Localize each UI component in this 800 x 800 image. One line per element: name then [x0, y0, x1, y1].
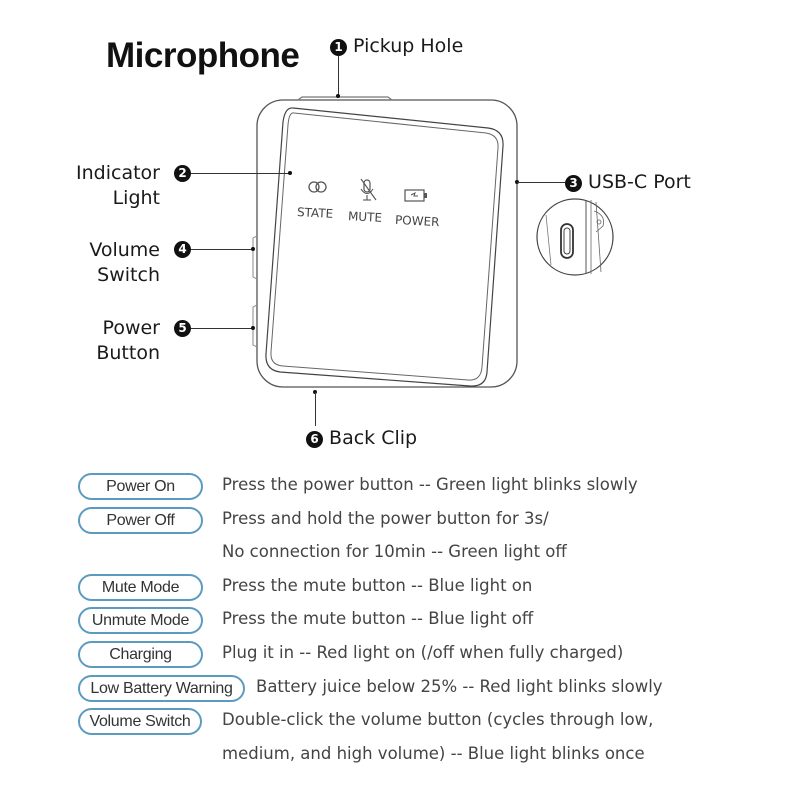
- mode-row-low-battery: Low Battery Warning Battery juice below …: [78, 674, 778, 708]
- callout-line-back-clip: [315, 392, 316, 426]
- mode-pill: Unmute Mode: [78, 607, 203, 635]
- mode-description: Plug it in -- Red light on (/off when fu…: [222, 642, 624, 662]
- callout-dot: [251, 326, 255, 330]
- mode-row-power-off: Power Off Press and hold the power butto…: [78, 506, 778, 540]
- indicator-label-power: POWER: [394, 212, 440, 230]
- callout-label-line1: Power: [102, 317, 160, 339]
- callout-number: 1: [330, 39, 347, 56]
- mode-row-volume-switch: Volume Switch Double-click the volume bu…: [78, 707, 778, 741]
- callout-number: 4: [174, 241, 191, 258]
- usb-c-port-detail: [536, 198, 614, 276]
- mode-row-mute-mode: Mute Mode Press the mute button -- Blue …: [78, 573, 778, 607]
- callout-number: 6: [306, 431, 323, 448]
- callout-label-line2: Button: [96, 342, 160, 364]
- mode-description: Press the power button -- Green light bl…: [222, 475, 638, 494]
- mode-row-power-off-cont: No connection for 10min -- Green light o…: [78, 539, 778, 573]
- callout-label-line1: Volume: [89, 239, 160, 261]
- mode-description: Press and hold the power button for 3s/: [222, 508, 549, 528]
- callout-number: 5: [174, 320, 191, 337]
- callout-line-pickup-hole: [338, 56, 339, 96]
- mode-pill: Low Battery Warning: [78, 674, 245, 702]
- indicator-label-mute: MUTE: [347, 209, 383, 225]
- indicator-label-state: STATE: [296, 205, 334, 221]
- mode-description: Press the mute button -- Blue light on: [222, 575, 533, 595]
- mode-row-charging: Charging Plug it in -- Red light on (/of…: [78, 640, 778, 674]
- mode-description: No connection for 10min -- Green light o…: [222, 542, 567, 562]
- page-title: Microphone: [106, 36, 300, 75]
- callout-line-volume-switch: [191, 249, 253, 250]
- mode-description: Double-click the volume button (cycles t…: [222, 710, 654, 730]
- callout-volume-switch: Volume Switch: [60, 238, 160, 288]
- callout-pickup-hole: 1 Pickup Hole: [330, 34, 463, 59]
- callout-line-power-button: [191, 328, 253, 329]
- mode-list: Power On Press the power button -- Green…: [78, 472, 778, 774]
- mode-pill: Mute Mode: [78, 573, 203, 601]
- callout-indicator-light: Indicator Light: [60, 161, 160, 211]
- mode-description: Press the mute button -- Blue light off: [222, 609, 534, 629]
- mic-muted-icon: [360, 178, 377, 201]
- callout-label: Back Clip: [329, 427, 418, 449]
- mode-pill: Power Off: [78, 506, 203, 534]
- callout-label-line1: Indicator: [76, 162, 160, 184]
- callout-line-usb-c-port: [517, 182, 565, 183]
- callout-back-clip: 6 Back Clip: [306, 426, 417, 451]
- mode-row-power-on: Power On Press the power button -- Green…: [78, 472, 778, 506]
- mode-pill: Charging: [78, 640, 203, 668]
- callout-power-button: Power Button: [60, 316, 160, 366]
- callout-dot: [288, 171, 292, 175]
- mode-row-volume-switch-cont: medium, and high volume) -- Blue light b…: [78, 741, 778, 775]
- callout-label: USB-C Port: [588, 171, 691, 193]
- callout-label: Pickup Hole: [353, 35, 464, 57]
- callout-label-line2: Switch: [97, 264, 160, 286]
- callout-number: 3: [565, 175, 582, 192]
- callout-dot: [251, 247, 255, 251]
- callout-line-indicator-light: [191, 173, 289, 174]
- mode-pill: Volume Switch: [78, 708, 202, 736]
- callout-dot: [336, 94, 340, 98]
- mode-description: Battery juice below 25% -- Red light bli…: [256, 676, 663, 696]
- mode-pill: Power On: [78, 473, 203, 500]
- link-icon: [308, 181, 327, 193]
- mode-description: medium, and high volume) -- Blue light b…: [222, 743, 645, 763]
- callout-number: 2: [174, 165, 191, 182]
- callout-label-line2: Light: [112, 187, 160, 209]
- battery-charging-icon: [404, 189, 427, 202]
- mode-row-unmute-mode: Unmute Mode Press the mute button -- Blu…: [78, 606, 778, 640]
- callout-usb-c-port: 3 USB-C Port: [565, 170, 691, 195]
